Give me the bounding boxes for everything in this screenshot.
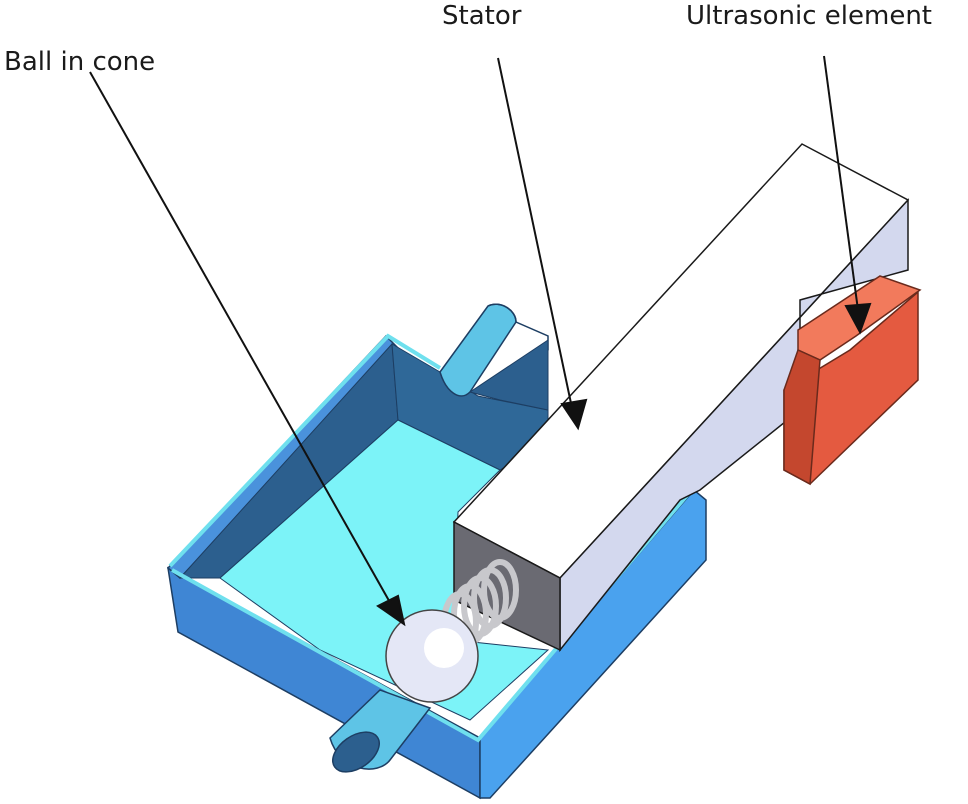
top-pipe <box>439 303 549 411</box>
tank-rim <box>168 333 442 568</box>
bottom-pipe-opening <box>332 731 380 773</box>
ball-arrowhead <box>376 594 406 627</box>
top-pipe-rim <box>487 303 549 401</box>
bottom-pipe <box>329 689 432 773</box>
ball-highlight <box>424 628 464 668</box>
ultrasonic-leader-line <box>823 55 859 311</box>
ultrasonic-arrowhead <box>844 302 872 335</box>
top-pipe-wall <box>468 339 549 411</box>
stator-label: Stator <box>442 1 522 31</box>
stator-leader-line <box>497 57 573 409</box>
ball-leader-line <box>89 71 393 607</box>
ultrasonic-element-label: Ultrasonic element <box>686 1 932 31</box>
element-side-face <box>783 348 821 486</box>
ball-in-cone-label: Ball in cone <box>4 47 155 77</box>
leaders <box>89 55 872 627</box>
ball <box>385 609 479 703</box>
stator-arrowhead <box>560 398 588 431</box>
